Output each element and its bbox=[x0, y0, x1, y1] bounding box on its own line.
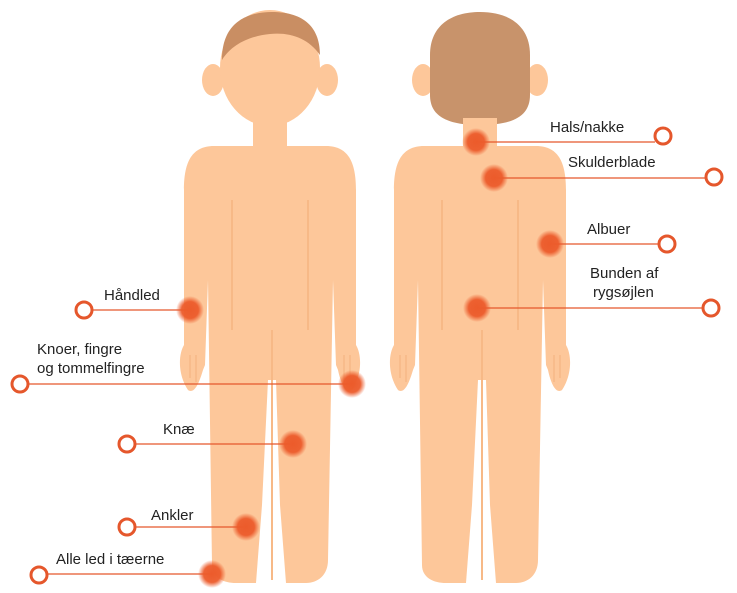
label-wrist: Håndled bbox=[104, 287, 160, 305]
marker-ankle bbox=[232, 513, 260, 541]
ring-wrist-icon bbox=[76, 302, 92, 318]
label-fingers-line1: Knoer, fingre bbox=[37, 341, 122, 359]
front-neck bbox=[253, 118, 287, 148]
label-knee: Knæ bbox=[163, 421, 195, 439]
label-toes: Alle led i tæerne bbox=[56, 551, 164, 569]
connector-lines bbox=[27, 142, 707, 574]
ring-elbow-icon bbox=[659, 236, 675, 252]
marker-lower-back bbox=[463, 294, 491, 322]
label-neck: Hals/nakke bbox=[550, 119, 624, 137]
ring-fingers-icon bbox=[12, 376, 28, 392]
ring-toes-icon bbox=[31, 567, 47, 583]
ring-neck-icon bbox=[655, 128, 671, 144]
back-body bbox=[390, 146, 570, 583]
ring-lower-back-icon bbox=[703, 300, 719, 316]
label-lower-back-line2: rygsøjlen bbox=[593, 284, 654, 302]
marker-knee bbox=[279, 430, 307, 458]
label-elbow: Albuer bbox=[587, 221, 630, 239]
marker-neck bbox=[462, 128, 490, 156]
back-hair bbox=[430, 12, 530, 125]
label-shoulder-blade: Skulderblade bbox=[568, 154, 656, 172]
ring-ankle-icon bbox=[119, 519, 135, 535]
label-lower-back-line1: Bunden af bbox=[590, 265, 658, 283]
marker-shoulder-blade bbox=[480, 164, 508, 192]
front-figure bbox=[180, 10, 360, 583]
marker-toes bbox=[198, 560, 226, 588]
label-ankle: Ankler bbox=[151, 507, 194, 525]
front-body bbox=[180, 146, 360, 583]
marker-elbow bbox=[536, 230, 564, 258]
ring-shoulder-blade-icon bbox=[706, 169, 722, 185]
label-fingers-line2: og tommelfingre bbox=[37, 360, 145, 378]
marker-wrist bbox=[176, 296, 204, 324]
ring-knee-icon bbox=[119, 436, 135, 452]
marker-fingers bbox=[338, 370, 366, 398]
